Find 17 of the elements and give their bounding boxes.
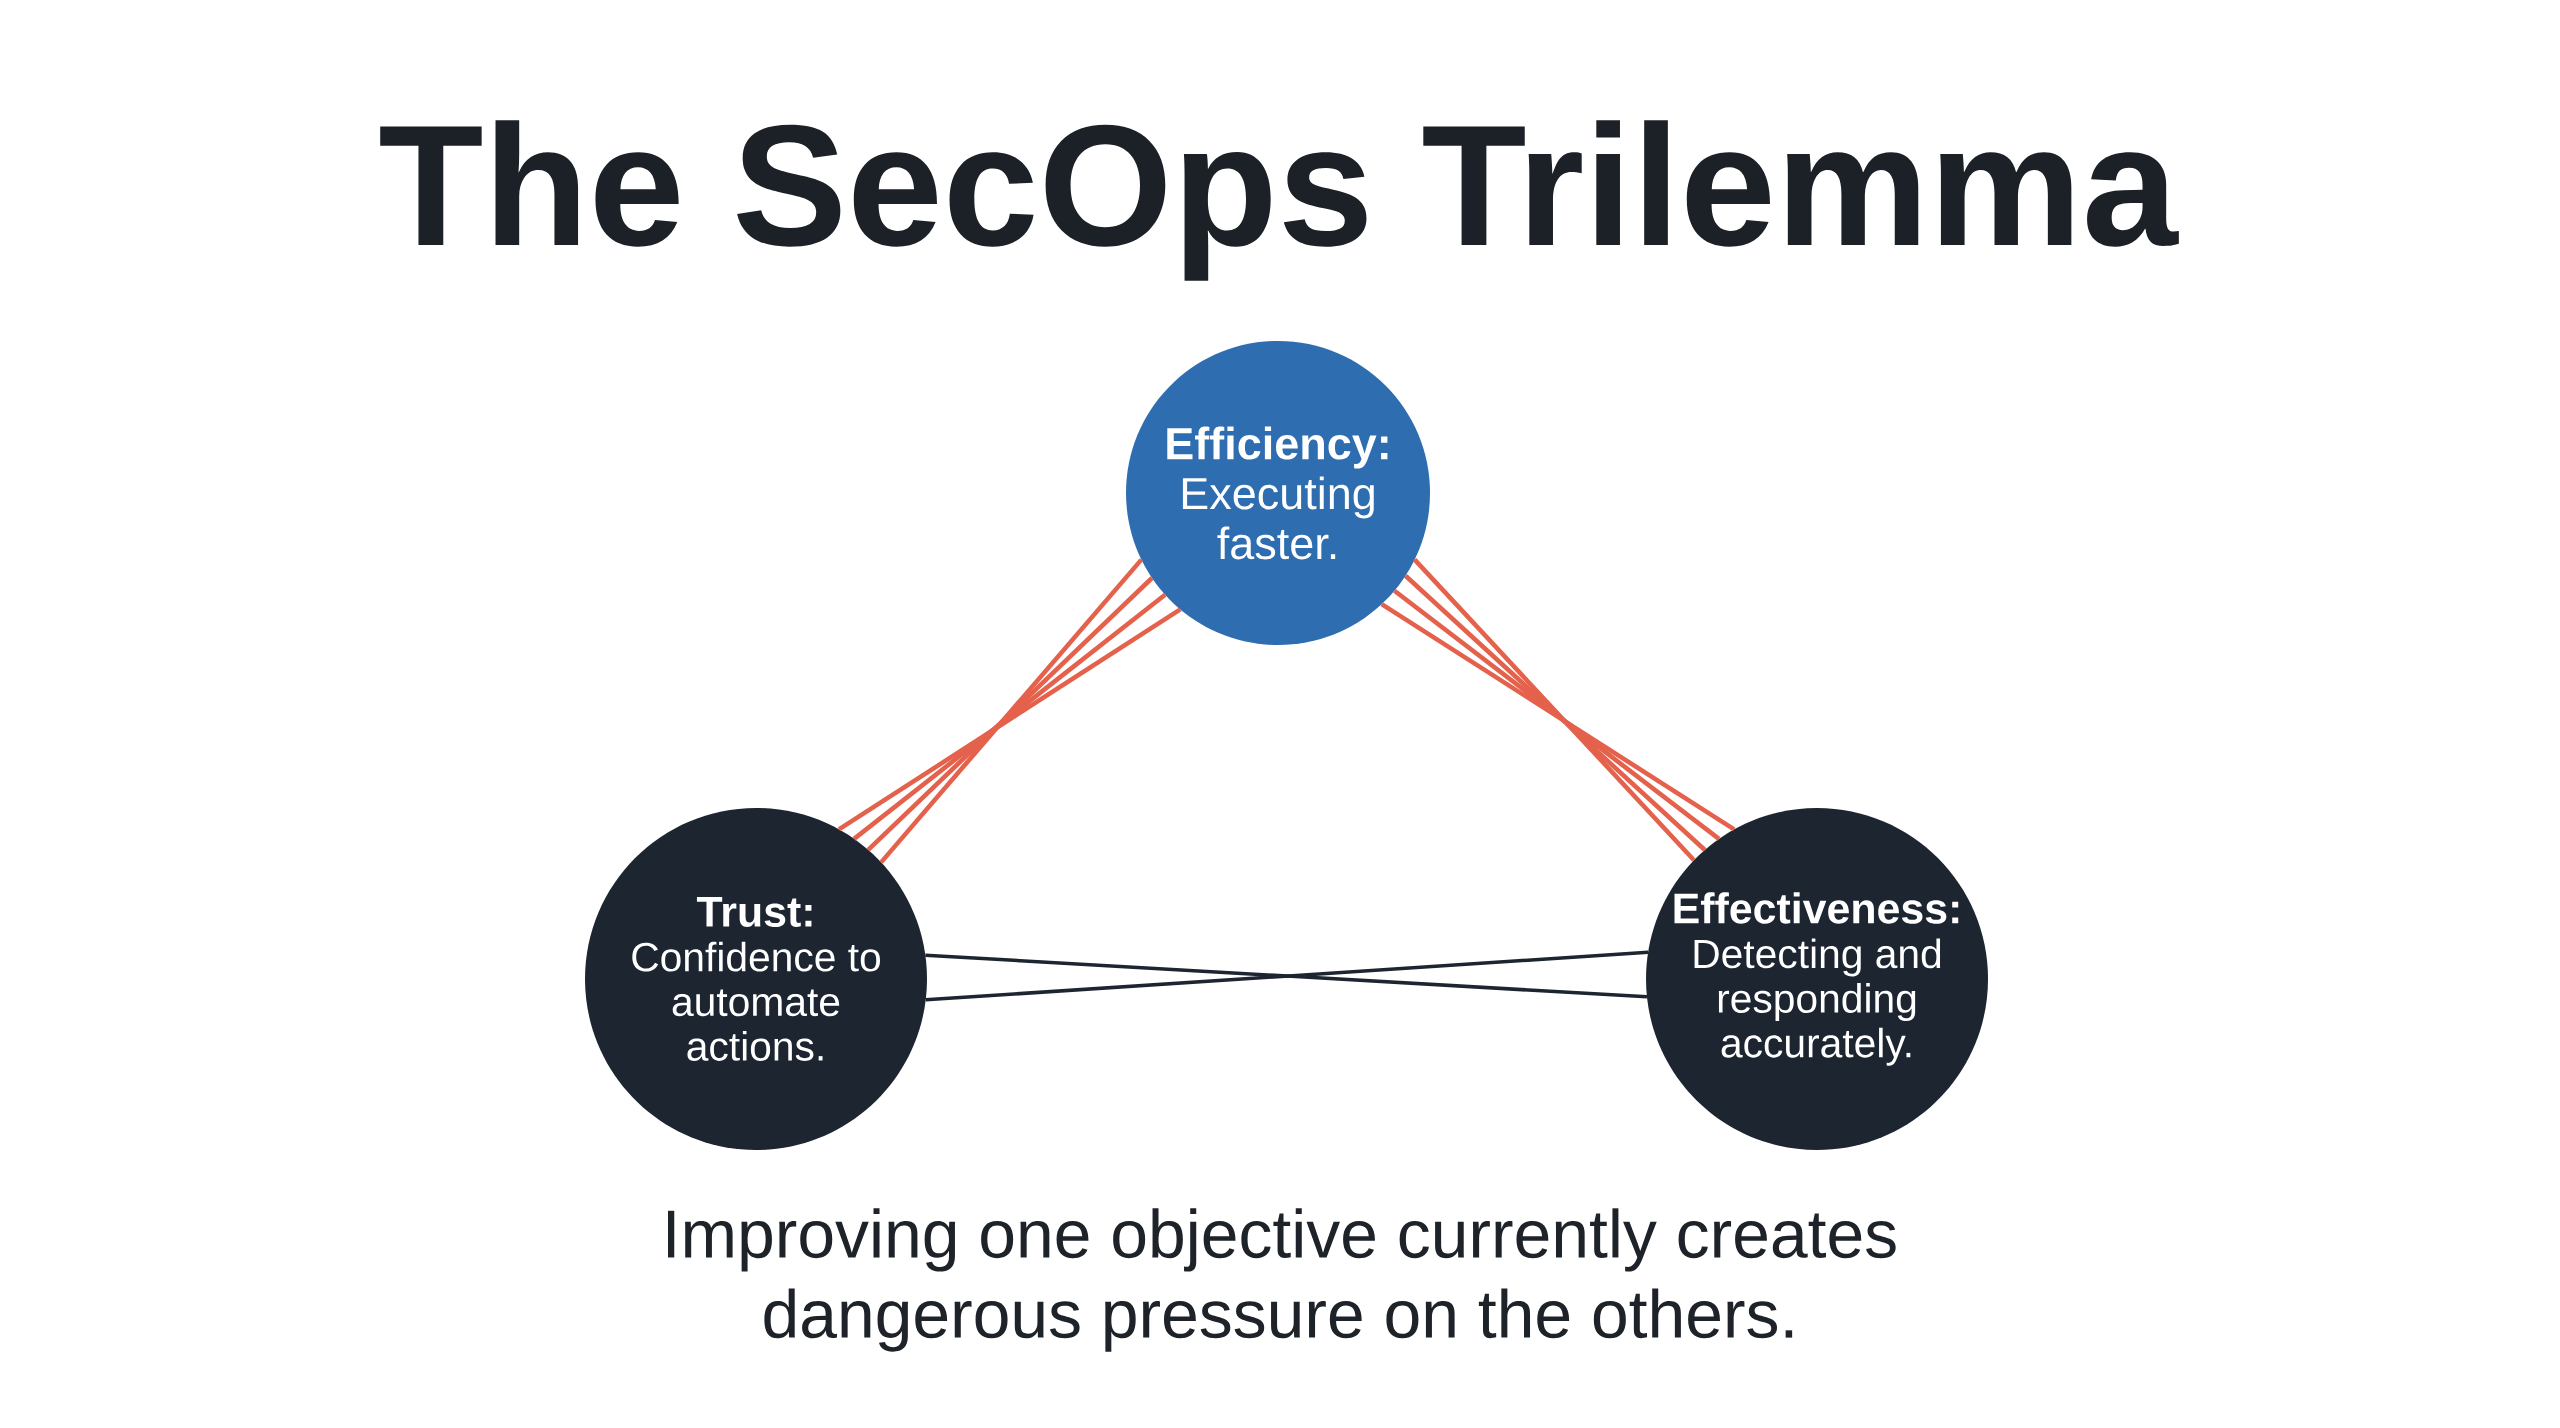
connector-line: [1393, 588, 1721, 841]
node-text: Executing faster.: [1182, 476, 1374, 560]
circle-node: [1646, 808, 1988, 1150]
connector-line: [852, 592, 1167, 841]
node-heading: Efficiency:: [1167, 426, 1388, 469]
caption: Improving one objective currently creates dangerous pressure on the others.: [667, 1208, 1896, 1352]
circle-node: [1126, 341, 1430, 645]
connector-line: [879, 558, 1144, 864]
node-heading: Trust:: [696, 897, 812, 928]
node-text: Detecting and responding accurately.: [1694, 938, 1941, 1066]
title: The SecOps Trilemma: [380, 120, 2179, 281]
circle-node: [585, 808, 927, 1150]
node-heading: Effectiveness:: [1674, 892, 1959, 924]
node-text: Confidence to automate actions.: [632, 941, 880, 1061]
connector-line: [1380, 602, 1736, 832]
connector-line: [866, 576, 1154, 852]
connector-line: [837, 607, 1182, 832]
